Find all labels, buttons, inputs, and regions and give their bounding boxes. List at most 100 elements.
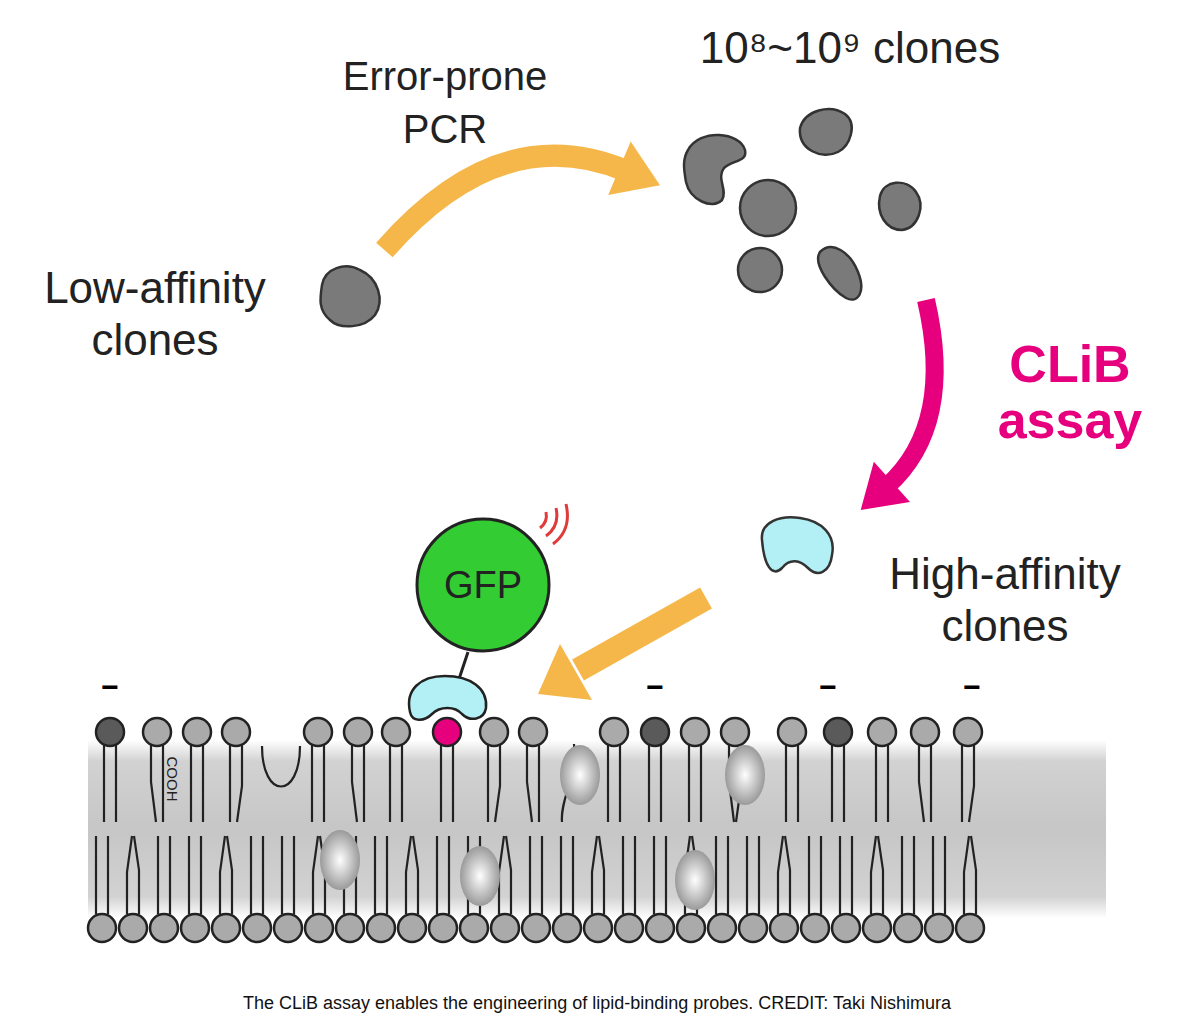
lipid-head — [96, 718, 124, 746]
lipid-tail — [538, 744, 540, 822]
node-art — [762, 517, 833, 573]
cholesterol — [560, 745, 600, 805]
lipid-head — [460, 914, 488, 942]
lipid-tail — [200, 836, 202, 914]
lipid-head — [344, 718, 372, 746]
charge-sign: − — [816, 672, 840, 702]
lipid-tail — [660, 744, 662, 822]
lipid-tail — [878, 836, 883, 914]
node-art — [684, 109, 920, 299]
lipid-tail — [969, 744, 974, 822]
lipid-tail — [162, 744, 164, 822]
lipid-tail — [887, 744, 889, 822]
lipid-tail — [127, 836, 132, 914]
lipid-tail — [103, 744, 105, 822]
node-art — [320, 266, 379, 326]
lipid-tail — [785, 836, 790, 914]
selected-clone: High-affinity clones — [750, 510, 1160, 650]
lipid-tail — [653, 836, 655, 914]
lipid-tail — [843, 744, 845, 822]
bound-probe — [409, 676, 486, 720]
lipid-head — [925, 914, 953, 942]
lipid-tail — [944, 836, 946, 914]
cholesterol — [725, 745, 765, 805]
lipid-head — [868, 718, 896, 746]
lipid-head — [491, 914, 519, 942]
selection-arrow — [861, 300, 935, 510]
lipid-head — [274, 914, 302, 942]
lipid-head — [824, 718, 852, 746]
lipid-tail — [875, 744, 877, 822]
clone-blob — [738, 248, 782, 292]
lipid-tail — [529, 836, 531, 914]
lipid-head — [553, 914, 581, 942]
clone-blob — [762, 517, 833, 573]
charge-sign: − — [960, 672, 984, 702]
lipid-tail — [715, 836, 717, 914]
signal-arc — [546, 508, 557, 536]
lipid-tail — [758, 836, 760, 914]
lipid-head — [721, 718, 749, 746]
lipid-head — [832, 914, 860, 942]
lipid-tail — [157, 836, 159, 914]
lipid-tail — [527, 744, 532, 822]
lipid-head — [181, 914, 209, 942]
lipid-head — [641, 718, 669, 746]
edge-label: Error-prone PCR — [315, 50, 575, 156]
lipid-tail — [901, 836, 903, 914]
arrow-shaft — [384, 156, 625, 250]
lipid-tail — [293, 836, 295, 914]
lipid-tail — [281, 836, 283, 914]
lipid-head — [304, 718, 332, 746]
lipid-head — [681, 718, 709, 746]
charge-sign: − — [643, 672, 667, 702]
lipid-tail — [619, 744, 621, 822]
lipid-tail — [487, 744, 489, 822]
lipid-tail — [237, 744, 242, 822]
chemical-group: COOH — [163, 749, 181, 809]
lipid-tail — [560, 836, 562, 914]
lipid-tail — [785, 744, 787, 822]
lipid-head — [584, 914, 612, 942]
node-label: High-affinity clones — [850, 548, 1160, 652]
lipid-tail — [134, 836, 139, 914]
lipid-tail — [227, 836, 232, 914]
lipid-tail — [592, 836, 597, 914]
lipid-head — [894, 914, 922, 942]
lipid-head — [143, 718, 171, 746]
lipid-head — [222, 718, 250, 746]
lipid-tail — [932, 836, 934, 914]
lipid-head — [88, 914, 116, 942]
lipid-head — [600, 718, 628, 746]
lipid-tail — [495, 744, 500, 822]
lipid-head — [801, 914, 829, 942]
lipid-tail — [808, 836, 810, 914]
lipid-tail — [313, 836, 318, 914]
clone-blob — [800, 109, 852, 155]
lipid-head — [243, 914, 271, 942]
lipid-head — [398, 914, 426, 942]
lipid-head — [305, 914, 333, 942]
cholesterol — [460, 846, 500, 906]
lipid-layer — [88, 718, 984, 942]
lipid-head — [522, 914, 550, 942]
lipid-tail — [389, 744, 391, 822]
apply-arrow-head — [538, 644, 592, 700]
lipid-head — [183, 718, 211, 746]
signal-arc — [553, 504, 567, 544]
lipid-head — [956, 914, 984, 942]
lipid-head — [480, 718, 508, 746]
membrane-band — [88, 740, 1106, 918]
lipid-tail — [599, 836, 604, 914]
lipid-head — [382, 718, 410, 746]
lipid-tail — [746, 836, 748, 914]
cholesterol — [320, 830, 360, 890]
lipid-head — [954, 718, 982, 746]
clone-blob — [818, 247, 861, 299]
gfp-circle: GFP — [415, 517, 551, 653]
lipid-tail — [452, 744, 454, 822]
node-label: 10⁸~10⁹ clones — [660, 20, 1040, 76]
lipid-head — [708, 914, 736, 942]
apply-arrow-shaft — [578, 598, 706, 670]
lipid-head — [615, 914, 643, 942]
